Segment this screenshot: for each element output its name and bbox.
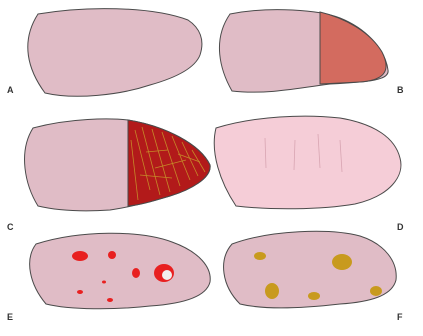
panel-b bbox=[219, 10, 388, 93]
panel-label-f: F bbox=[397, 312, 403, 322]
wing-d bbox=[214, 116, 401, 209]
wing-e-spot-center bbox=[162, 270, 172, 280]
panel-e bbox=[30, 233, 211, 309]
panel-label-e: E bbox=[7, 312, 13, 322]
wing-e bbox=[30, 233, 211, 309]
panel-label-c: C bbox=[7, 222, 14, 232]
panel-d bbox=[214, 116, 401, 209]
panel-f bbox=[224, 231, 397, 307]
panel-label-a: A bbox=[7, 85, 14, 95]
panel-label-b: B bbox=[397, 85, 404, 95]
wing-a bbox=[28, 9, 202, 97]
panel-label-d: D bbox=[397, 222, 404, 232]
wing-c-distal-patch bbox=[128, 120, 210, 206]
wing-b-distal-patch bbox=[320, 12, 386, 84]
panel-a bbox=[28, 9, 202, 97]
panel-c bbox=[25, 119, 211, 211]
